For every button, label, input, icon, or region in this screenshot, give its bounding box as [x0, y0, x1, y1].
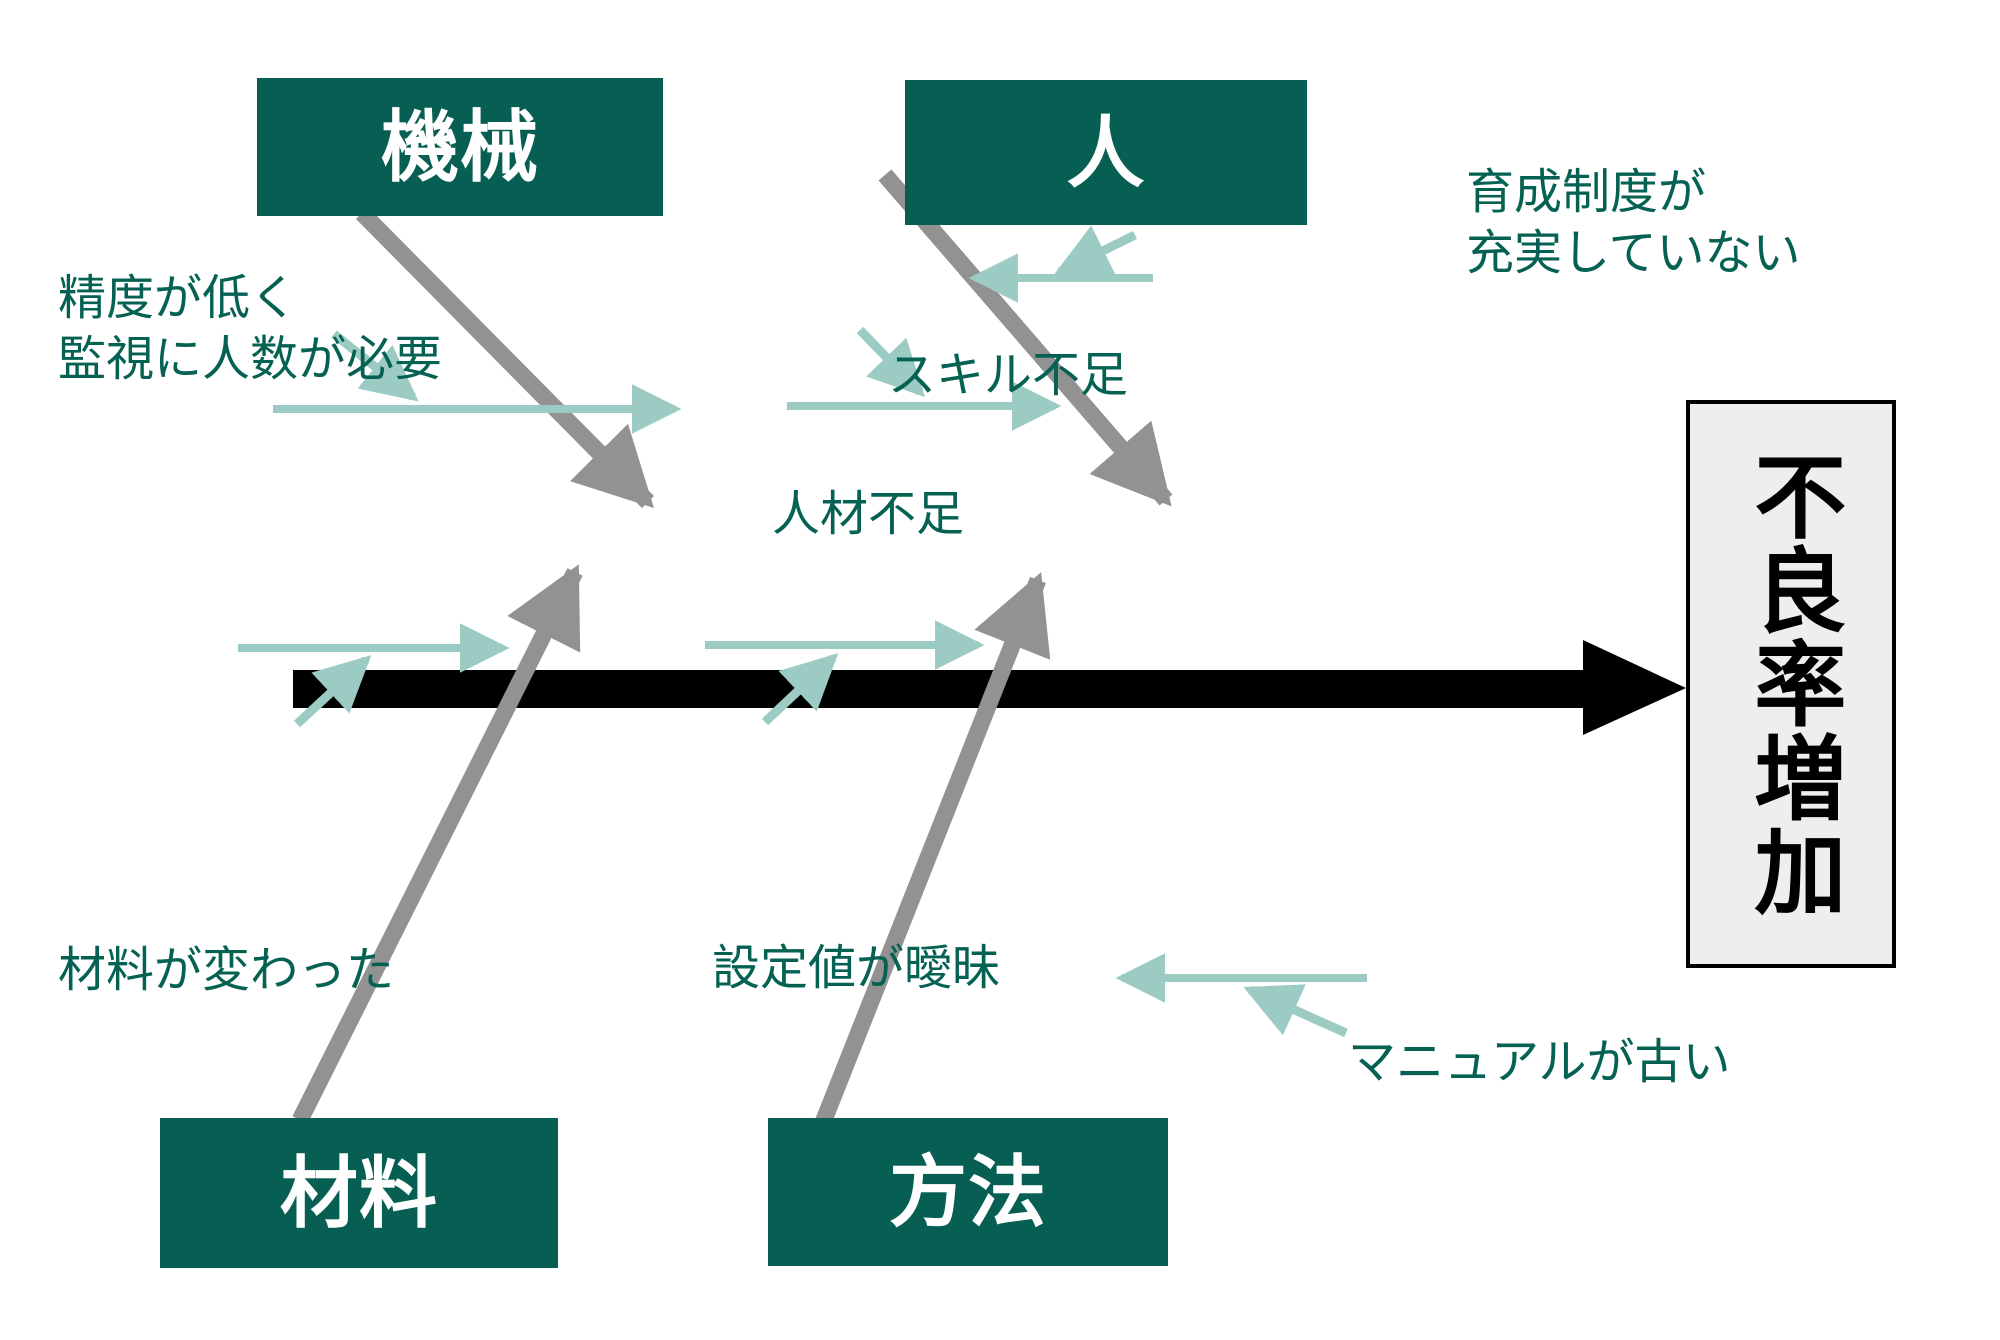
main-bone-material — [292, 564, 583, 1124]
cause-label-method-setting: 設定値が曖昧 — [712, 942, 1001, 995]
category-box-machine[interactable]: 機械 — [257, 78, 663, 216]
main-bone-person — [878, 169, 1173, 507]
effect-box[interactable]: 不良率増加 — [1686, 400, 1896, 968]
effect-label: 不良率増加 — [1740, 449, 1843, 919]
cause-label-person-training: 育成制度が 充実していない — [1466, 166, 1801, 281]
main-bone-machine — [355, 207, 655, 509]
sub-arrow-method-manual-diagonal — [1243, 984, 1348, 1038]
cause-label-material-changed: 材料が変わった — [58, 944, 395, 997]
sub-arrow-method-setting-diagonal — [761, 653, 839, 726]
sub-arrow-person-skill-diagonal — [856, 326, 926, 398]
cause-label-method-manual: マニュアルが古い — [1348, 1036, 1731, 1089]
sub-arrow-material-changed-diagonal — [293, 655, 372, 728]
category-label-machine: 機械 — [381, 103, 539, 191]
cause-label-person-shortage: 人材不足 — [772, 488, 965, 541]
category-label-method: 方法 — [889, 1148, 1047, 1236]
main-bone-method — [812, 572, 1051, 1134]
cause-label-person-skill: スキル不足 — [888, 349, 1129, 402]
cause-label-machine-accuracy: 精度が低く 監視に人数が必要 — [58, 272, 443, 387]
category-label-material: 材料 — [280, 1149, 438, 1237]
category-label-person: 人 — [1066, 108, 1146, 197]
sub-arrow-person-training-diagonal — [1053, 225, 1137, 277]
category-box-person[interactable]: 人 — [905, 80, 1307, 225]
category-box-material[interactable]: 材料 — [160, 1118, 558, 1268]
sub-arrow-machine-accuracy-diagonal — [331, 330, 419, 402]
category-box-method[interactable]: 方法 — [768, 1118, 1168, 1266]
